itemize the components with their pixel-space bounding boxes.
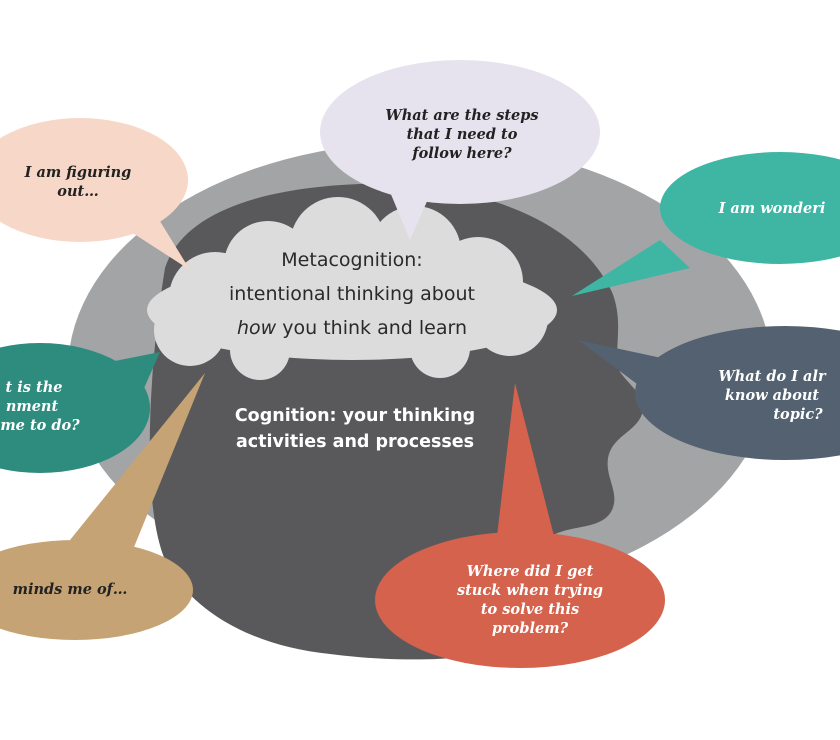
bubble-assignment-line-3: me to do? xyxy=(0,417,80,434)
metacognition-cloud xyxy=(147,197,557,380)
metacognition-heading: Metacognition: xyxy=(281,249,422,271)
bubble-steps-line-2: that I need to xyxy=(407,126,518,143)
bubble-know xyxy=(578,326,840,460)
metacognition-definition-line-2: how you think and learn xyxy=(237,317,467,339)
bubble-know-line-3: topic? xyxy=(773,406,823,423)
bubble-assignment-line-1: t is the xyxy=(6,379,63,396)
bubble-steps-line-1: What are the steps xyxy=(385,107,538,124)
bubble-wondering xyxy=(572,152,840,296)
bubble-figuring-line-1: I am figuring xyxy=(24,164,132,181)
bubble-stuck-line-4: problem? xyxy=(492,620,569,637)
bubble-assignment xyxy=(0,343,160,473)
bubble-wondering-line-1: I am wonderi xyxy=(718,200,826,217)
bubble-figuring-line-2: out… xyxy=(57,183,98,200)
bubble-stuck xyxy=(375,383,665,668)
bubble-reminds xyxy=(0,373,205,640)
bubble-know-line-1: What do I alr xyxy=(718,368,827,385)
cognition-line-1: Cognition: your thinking xyxy=(235,406,475,426)
bubble-steps-line-3: follow here? xyxy=(411,145,512,162)
bubble-stuck-line-3: to solve this xyxy=(481,601,579,618)
metacognition-definition-line-1: intentional thinking about xyxy=(229,283,475,305)
bubble-steps xyxy=(320,60,600,240)
cognition-line-2: activities and processes xyxy=(236,432,474,452)
bubble-stuck-line-2: stuck when trying xyxy=(457,582,603,599)
metacognition-how: how xyxy=(237,317,277,339)
bubble-figuring xyxy=(0,118,190,270)
bubble-reminds-line-1: minds me of… xyxy=(13,581,128,598)
bubble-stuck-line-1: Where did I get xyxy=(467,563,594,580)
bubble-assignment-line-2: nment xyxy=(6,398,59,415)
bubble-know-line-2: know about xyxy=(725,387,820,404)
metacognition-rest: you think and learn xyxy=(276,317,467,339)
